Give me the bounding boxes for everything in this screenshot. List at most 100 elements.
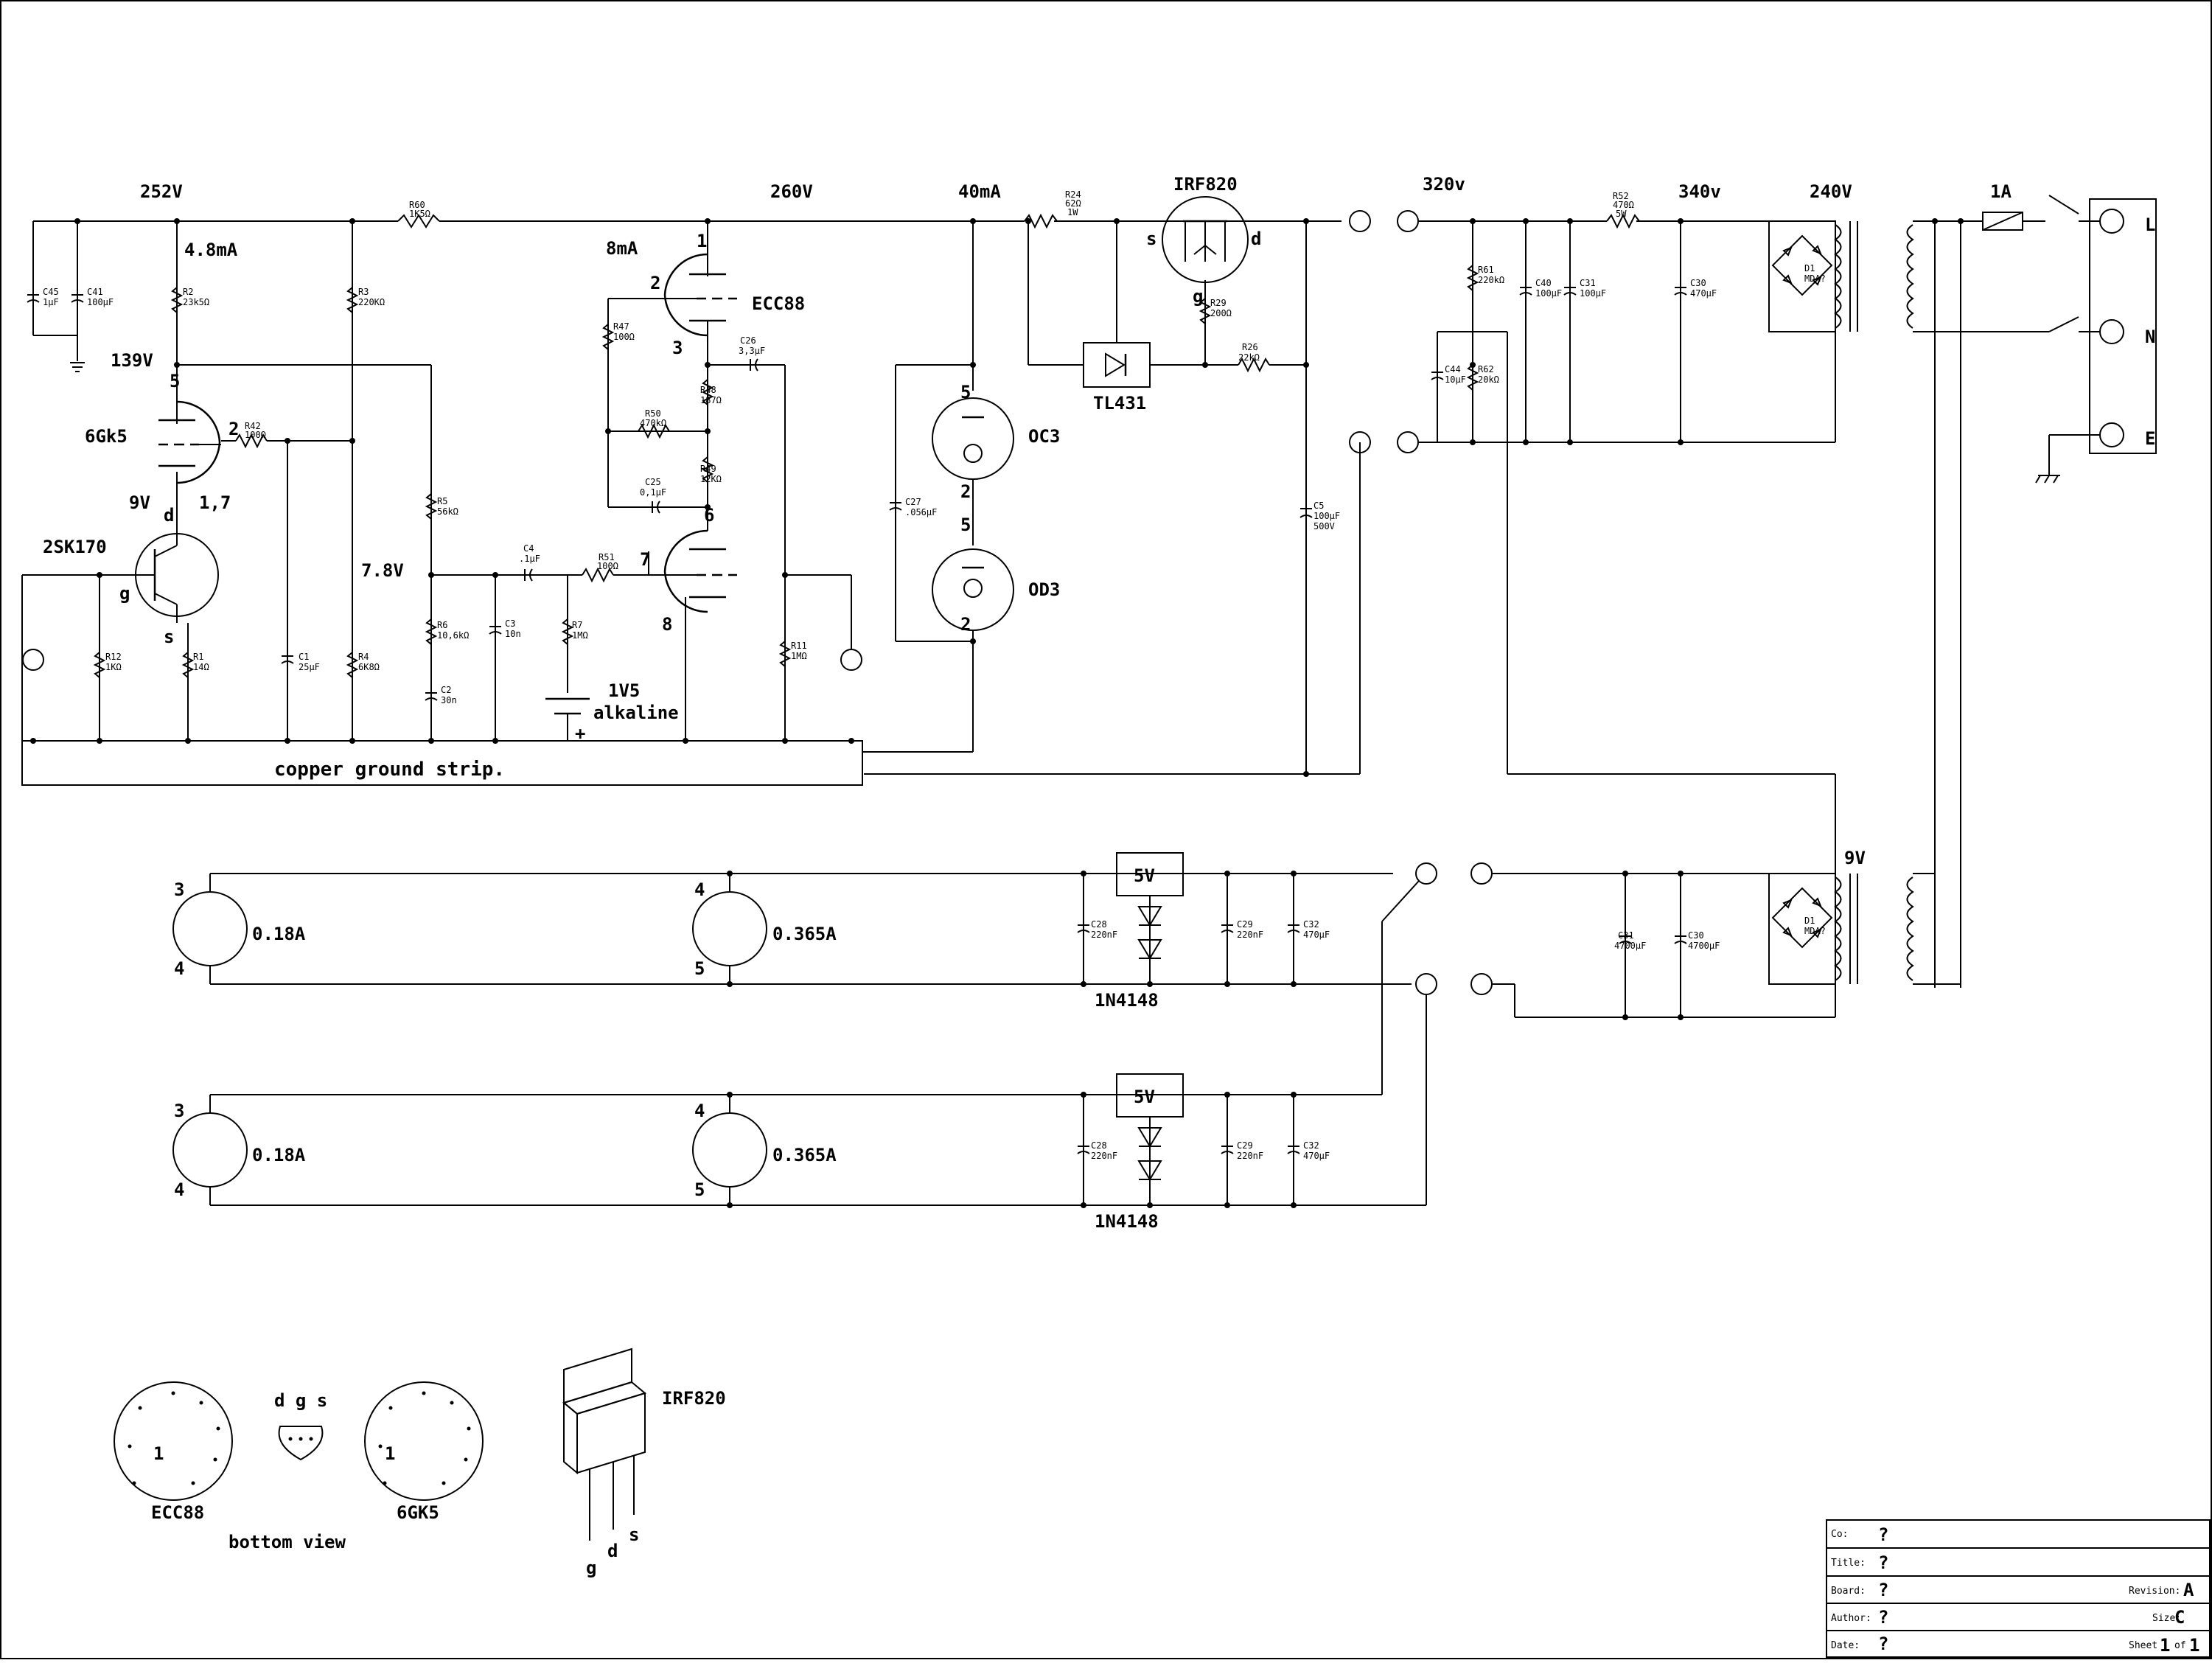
svg-text:R51: R51 <box>599 552 615 562</box>
node-label-40ma: 40mA <box>958 181 1001 202</box>
svg-text:R49: R49 <box>700 464 716 474</box>
heater1-current-1: 0.18A <box>252 924 306 944</box>
lv-psu <box>1492 871 1961 1020</box>
svg-text:R7: R7 <box>572 620 582 630</box>
heater2-current-2: 0.365A <box>772 1145 837 1165</box>
passive-symbols-left <box>27 287 649 701</box>
pin-label-1-7: 1,7 <box>199 492 231 513</box>
svg-text:220kΩ: 220kΩ <box>1478 275 1504 285</box>
ecc88-pin-3: 3 <box>672 338 683 358</box>
svg-text:C41: C41 <box>87 287 103 297</box>
tube-label-od3: OD3 <box>1028 579 1060 600</box>
tube-6gk5 <box>158 400 352 484</box>
mosfet-label-irf820: IRF820 <box>1173 174 1238 195</box>
svg-text:100µF: 100µF <box>1580 288 1606 299</box>
svg-text:C1: C1 <box>299 652 309 662</box>
oc3-pin-2: 2 <box>960 481 971 502</box>
title-block <box>1826 1519 2211 1658</box>
bottom-view-label: bottom view <box>228 1532 346 1552</box>
jfet-pin-s: s <box>164 627 174 647</box>
irf820-package <box>562 1348 647 1541</box>
svg-text:R24: R24 <box>1065 189 1081 200</box>
svg-text:56kΩ: 56kΩ <box>437 506 458 517</box>
hv-psu <box>1418 218 2042 1017</box>
svg-text:R11: R11 <box>791 641 807 651</box>
svg-text:100µF: 100µF <box>1535 288 1562 299</box>
svg-text:C32: C32 <box>1303 919 1319 930</box>
battery-plus: + <box>575 723 585 744</box>
tb-author: ? <box>1878 1607 1888 1628</box>
svg-text:MDA?: MDA? <box>1804 273 1826 284</box>
svg-text:10µF: 10µF <box>1445 374 1466 385</box>
input-stage-wiring <box>21 221 863 786</box>
svg-text:C29: C29 <box>1237 1140 1253 1151</box>
oc3-pin-5: 5 <box>960 382 971 402</box>
ecc88-pin-7: 7 <box>640 549 650 570</box>
svg-text:10n: 10n <box>505 629 521 639</box>
tb-author-label: Author: <box>1831 1613 1871 1624</box>
svg-text:23k5Ω: 23k5Ω <box>183 297 209 307</box>
svg-text:R6: R6 <box>437 620 447 630</box>
tl431-label: TL431 <box>1093 393 1146 414</box>
svg-text:C5: C5 <box>1313 501 1324 511</box>
svg-text:D1: D1 <box>1804 916 1815 926</box>
svg-text:10,6kΩ: 10,6kΩ <box>437 630 469 641</box>
ecc88-pinout <box>114 1381 233 1501</box>
tb-size: C <box>2174 1607 2185 1628</box>
svg-text:C31: C31 <box>1618 930 1634 941</box>
svg-text:C30: C30 <box>1690 278 1706 288</box>
svg-text:220KΩ: 220KΩ <box>358 297 385 307</box>
heater2-diode: 1N4148 <box>1095 1211 1159 1232</box>
node-label-340v: 340v <box>1678 181 1721 202</box>
svg-text:1µF: 1µF <box>43 297 59 307</box>
current-label-4-8ma: 4.8mA <box>184 240 238 260</box>
svg-text:187Ω: 187Ω <box>700 395 722 405</box>
node-label-7-8v: 7.8V <box>361 560 404 581</box>
tube-label-6gk5: 6Gk5 <box>85 426 128 447</box>
svg-text:3,3µF: 3,3µF <box>739 346 765 356</box>
tb-of-label: of <box>2174 1640 2186 1651</box>
heater-row-2 <box>172 1073 1426 1208</box>
pin-label-6gk5-2: 2 <box>228 419 239 439</box>
svg-text:R26: R26 <box>1242 342 1258 352</box>
svg-text:R2: R2 <box>183 287 193 297</box>
node-label-139v: 139V <box>111 350 153 371</box>
svg-text:5W: 5W <box>1616 209 1627 219</box>
svg-text:R5: R5 <box>437 496 447 506</box>
svg-text:220nF: 220nF <box>1091 930 1117 940</box>
mosfet-pin-d: d <box>1251 229 1261 249</box>
ecc88-pin-8: 8 <box>662 614 672 635</box>
tb-board-label: Board: <box>1831 1586 1866 1597</box>
tb-date: ? <box>1878 1634 1888 1654</box>
svg-text:R3: R3 <box>358 287 369 297</box>
ecc88-pin-6: 6 <box>704 505 714 526</box>
svg-text:30n: 30n <box>441 695 457 705</box>
6gk5-pinout <box>364 1381 484 1501</box>
svg-text:R12: R12 <box>105 652 122 662</box>
heater2-current-1: 0.18A <box>252 1145 306 1165</box>
svg-text:R60: R60 <box>409 200 425 210</box>
svg-text:14Ω: 14Ω <box>193 662 209 672</box>
pin-label-6gk5-5: 5 <box>170 371 180 391</box>
battery-label-alkaline: alkaline <box>593 702 679 723</box>
ecc88-pinout-label: ECC88 <box>151 1502 204 1523</box>
tb-sheet: 1 <box>2160 1635 2170 1656</box>
heater1-pin-5b: 5 <box>694 958 705 979</box>
svg-text:R50: R50 <box>645 408 661 419</box>
svg-text:C26: C26 <box>740 335 756 346</box>
heater2-pin-5b: 5 <box>694 1179 705 1200</box>
hv-rail <box>33 210 1835 232</box>
tb-date-label: Date: <box>1831 1640 1860 1651</box>
svg-text:C45: C45 <box>43 287 59 297</box>
svg-text:1K5Ω: 1K5Ω <box>409 209 430 219</box>
svg-text:C32: C32 <box>1303 1140 1319 1151</box>
heater1-pin-3: 3 <box>174 879 184 900</box>
tb-of: 1 <box>2189 1635 2199 1656</box>
terminal-n: N <box>2145 327 2155 347</box>
node-label-252v: 252V <box>140 181 183 202</box>
tb-sheet-label: Sheet <box>2129 1640 2157 1651</box>
